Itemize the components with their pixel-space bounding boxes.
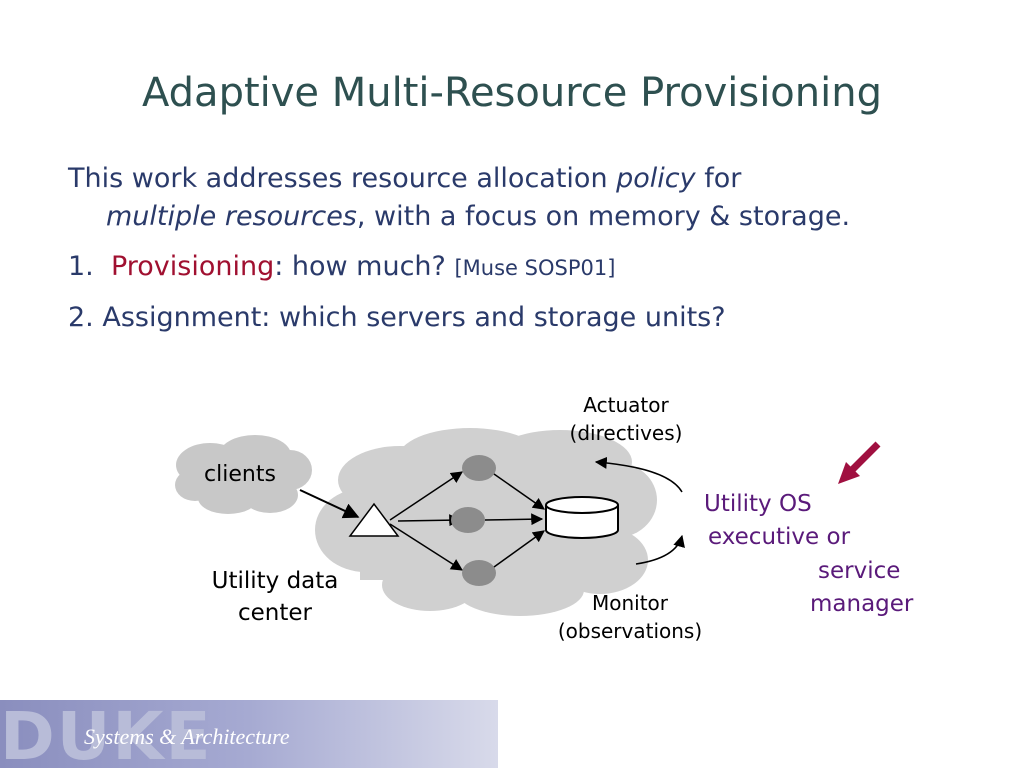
provisioning-text: : how much? — [274, 250, 455, 282]
footer-text: Systems & Architecture — [84, 724, 290, 749]
router-to-server-mid — [397, 514, 462, 527]
monitor-label: Monitor (observations) — [530, 590, 730, 645]
storage-cylinder — [545, 496, 619, 539]
intro-text: This work addresses resource allocation — [68, 163, 617, 194]
server-node-bottom — [462, 560, 496, 586]
actuator-line-2: (directives) — [569, 420, 683, 445]
intro-text-focus: , with a focus on memory & storage. — [356, 200, 851, 232]
clients-cloud — [175, 435, 312, 514]
pointer-arrow — [838, 441, 881, 484]
center-line-2: center — [238, 599, 312, 626]
clients-label: clients — [204, 462, 276, 487]
utility-data-center-label: Utility data center — [185, 566, 365, 629]
slide-title: Adaptive Multi-Resource Provisioning — [142, 70, 882, 116]
server-bottom-to-storage — [493, 530, 545, 568]
utility-os-label: Utility OS executive or service manager — [698, 488, 913, 621]
monitor-line-1: Monitor — [591, 591, 669, 615]
multiple-resources-emphasis: multiple resources — [106, 200, 357, 232]
server-mid-to-storage — [484, 513, 544, 526]
bullet-provisioning: 1. Provisioning: how much? [Muse SOSP01] — [68, 248, 988, 286]
server-node-top — [462, 455, 496, 481]
duke-logo: DUKE — [0, 700, 213, 768]
provisioning-keyword: Provisioning — [110, 250, 275, 282]
monitor-line-2: (observations) — [557, 618, 703, 643]
server-top-to-storage — [493, 473, 545, 510]
bullet-assignment: 2. Assignment: which servers and storage… — [68, 302, 726, 334]
uos-line-3: service — [818, 557, 901, 584]
intro-text-for: for — [695, 163, 742, 194]
center-line-1: Utility data — [211, 568, 339, 594]
policy-emphasis: policy — [616, 163, 696, 194]
actuator-line-1: Actuator — [583, 393, 669, 417]
bullet-number-1: 1. — [68, 250, 111, 282]
intro-paragraph: This work addresses resource allocation … — [68, 160, 988, 198]
actuator-label: Actuator (directives) — [536, 392, 716, 447]
client-request-arrow — [299, 489, 360, 519]
intro-paragraph-cont: multiple resources, with a focus on memo… — [68, 198, 988, 236]
bullet-list: This work addresses resource allocation … — [68, 160, 988, 337]
uos-line-2: executive or — [708, 524, 851, 551]
monitor-arrow — [635, 534, 685, 565]
uos-line-1: Utility OS — [704, 491, 812, 517]
router-to-server-top — [389, 471, 463, 521]
router-to-server-bottom — [389, 523, 464, 571]
server-node-middle — [451, 507, 485, 533]
uos-line-4: manager — [810, 591, 914, 618]
router-triangle — [348, 502, 400, 537]
muse-reference: [Muse SOSP01] — [454, 255, 616, 280]
footer-band: DUKE Systems & Architecture — [0, 700, 498, 768]
actuator-arrow — [594, 456, 683, 493]
